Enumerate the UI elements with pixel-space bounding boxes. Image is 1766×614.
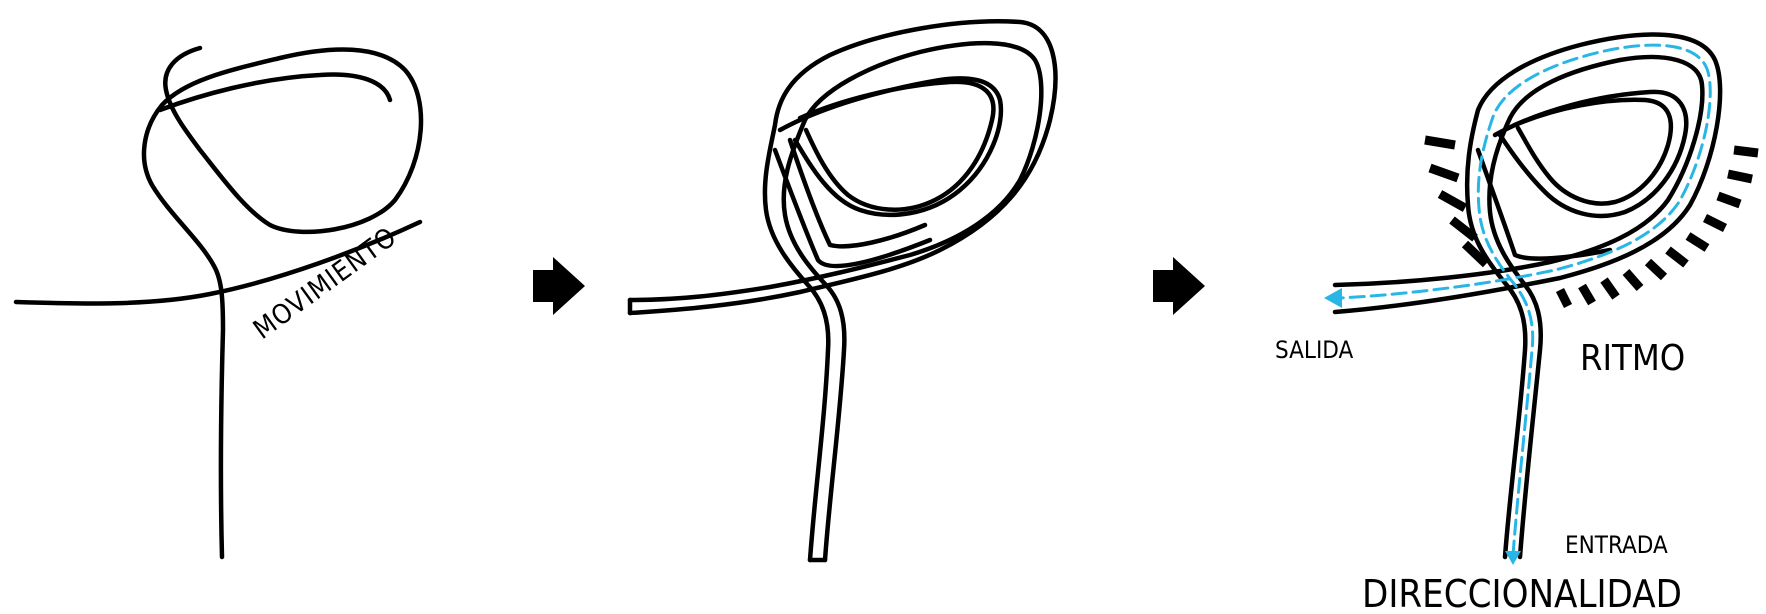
guide-arrow-head: [1324, 288, 1342, 308]
loop-inner-return: [160, 74, 390, 110]
label-ritmo: RITMO: [1580, 338, 1685, 379]
panel-annotated: SALIDA RITMO ENTRADA DIRECCIONALIDAD: [1275, 35, 1758, 614]
label-movimiento: MOVIMIENTO: [248, 221, 403, 345]
right-arrow-icon: [533, 257, 585, 315]
panel-double-line: [630, 21, 1055, 560]
label-salida: SALIDA: [1275, 336, 1354, 364]
annotated-inner-a: [1495, 92, 1686, 216]
label-entrada: ENTRADA: [1565, 531, 1668, 559]
label-direccionalidad: DIRECCIONALIDAD: [1362, 572, 1682, 614]
double-outer-b: [630, 43, 1041, 560]
double-cross-b: [790, 140, 925, 246]
right-arrow-icon: [1153, 257, 1205, 315]
panel-movimiento: MOVIMIENTO: [16, 48, 421, 557]
